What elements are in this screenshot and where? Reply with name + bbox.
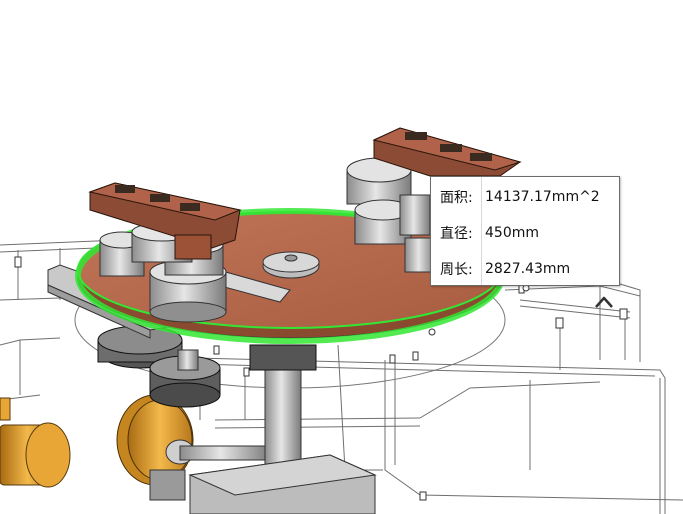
gear-lower[interactable] bbox=[149, 349, 221, 408]
measure-label-area: 面积: bbox=[440, 190, 473, 206]
right-fixture[interactable] bbox=[346, 127, 522, 273]
measure-divider bbox=[481, 177, 482, 285]
measure-row-diameter: 直径: 450mm bbox=[431, 218, 619, 248]
pulley-brass[interactable] bbox=[116, 394, 271, 501]
measure-popup: 面积: 14137.17mm^2 直径: 450mm 周长: 2827.43mm bbox=[430, 176, 620, 286]
measure-value-perimeter: 2827.43mm bbox=[485, 261, 571, 277]
measure-row-area: 面积: 14137.17mm^2 bbox=[431, 182, 619, 212]
measure-value-diameter: 450mm bbox=[485, 225, 539, 241]
selection-point bbox=[428, 328, 436, 336]
chevron-up-icon[interactable] bbox=[593, 292, 615, 312]
measure-row-perimeter: 周长: 2827.43mm bbox=[431, 254, 619, 284]
shaft-assembly[interactable] bbox=[188, 344, 377, 514]
measure-label-perimeter: 周长: bbox=[440, 262, 473, 278]
wireframe-housing bbox=[0, 235, 683, 514]
measure-value-area: 14137.17mm^2 bbox=[485, 189, 600, 205]
left-fixture[interactable] bbox=[88, 182, 242, 323]
measure-label-diameter: 直径: bbox=[440, 226, 473, 242]
motor-brass[interactable] bbox=[0, 397, 71, 488]
